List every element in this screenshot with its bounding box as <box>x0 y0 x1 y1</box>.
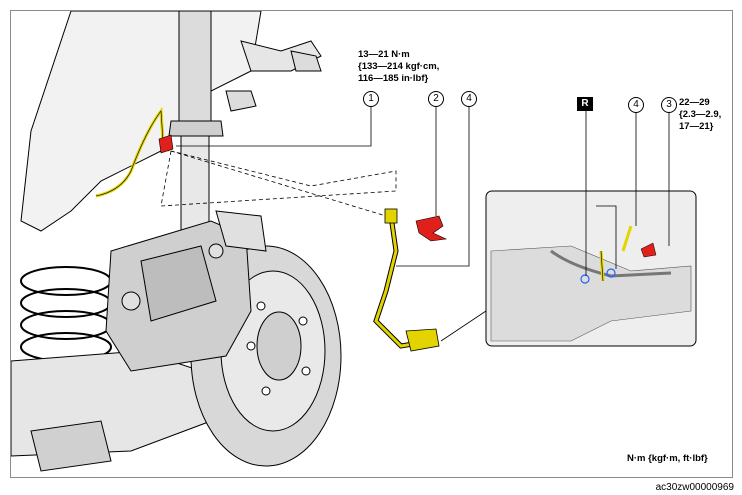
torque-spec-3-line2: {2.3—2.9, <box>679 109 722 120</box>
r-marker: R <box>577 97 593 111</box>
torque-spec-1-line2: {133—214 kgf·cm, <box>358 61 440 72</box>
diagram-frame: 13—21 N·m {133—214 kgf·cm, 116—185 in·lb… <box>10 10 733 478</box>
torque-spec-1-line1: 13—21 N·m <box>358 49 410 60</box>
brake-hose-part <box>373 208 440 352</box>
callout-4-detail: 4 <box>628 97 644 113</box>
installed-clip <box>158 134 174 154</box>
torque-spec-3-line3: 17—21} <box>679 121 714 132</box>
brake-caliper <box>105 210 267 372</box>
torque-spec-3-line1: 22—29 <box>679 97 710 108</box>
callout-1: 1 <box>363 91 379 107</box>
callout-2: 2 <box>428 91 444 107</box>
lower-arm <box>11 350 212 472</box>
shock-strut <box>168 11 224 257</box>
clip-part <box>415 215 448 242</box>
callout-4: 4 <box>461 91 477 107</box>
coil-spring <box>20 266 112 362</box>
units-note: N·m {kgf·m, ft·lbf} <box>627 453 708 464</box>
dashed-leaders <box>160 150 397 217</box>
callout-3: 3 <box>661 97 677 113</box>
callout-leaders <box>176 99 487 342</box>
torque-spec-1-line3: 116—185 in·lbf} <box>358 73 429 84</box>
detail-inset <box>485 111 697 347</box>
brake-hose-illustration <box>11 11 697 472</box>
image-id: ac30zw00000969 <box>655 482 734 493</box>
